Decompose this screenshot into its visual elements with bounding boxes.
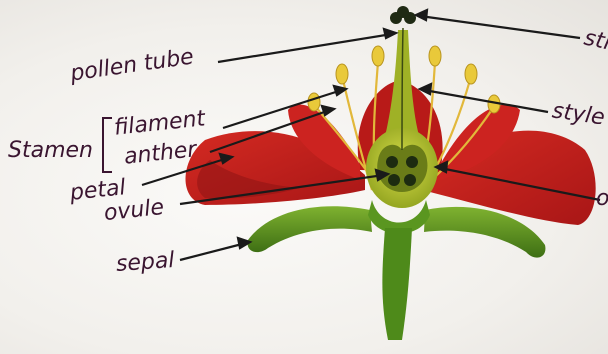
label-stigma-partial: sti	[582, 28, 608, 55]
stamen-bracket	[102, 117, 112, 173]
ovule-4	[404, 174, 416, 186]
ovule-1	[386, 156, 398, 168]
leader-stigma	[420, 16, 580, 38]
ovule-2	[406, 156, 418, 168]
anther-5	[465, 64, 477, 84]
anther-2	[372, 46, 384, 66]
flower-stalk	[382, 228, 412, 340]
anther-4	[429, 46, 441, 66]
ovule-3	[388, 174, 400, 186]
leader-sepal	[180, 243, 246, 260]
leader-pollen-tube	[218, 34, 392, 62]
leader-style	[424, 90, 548, 112]
stigma	[390, 6, 416, 24]
label-sepal: sepal	[115, 250, 175, 276]
arrowhead-stigma	[416, 10, 427, 20]
anther-3	[308, 93, 320, 111]
anther-1	[336, 64, 348, 84]
sepal-left	[248, 206, 372, 252]
label-ovary-partial: o	[596, 188, 608, 210]
label-stamen: Stamen	[8, 140, 93, 162]
arrowhead-pollen-tube	[384, 29, 396, 38]
stigma-lobe-top	[397, 6, 409, 18]
arrowhead-anther	[322, 106, 334, 115]
